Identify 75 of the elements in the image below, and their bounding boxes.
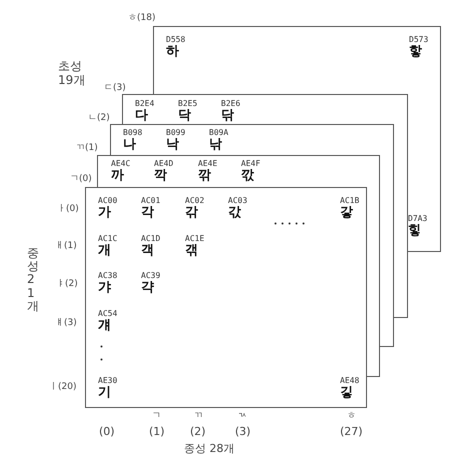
hangul-syllable: 핳 — [409, 45, 422, 59]
code-point: AC1C — [98, 234, 118, 243]
code-point: AC1E — [185, 234, 204, 243]
hangul-syllable: 걔 — [98, 319, 111, 333]
hangul-syllable: 닥 — [178, 109, 191, 123]
hangul-syllable: 각 — [141, 206, 154, 220]
index-label: (2) — [190, 426, 206, 439]
index-label: ㄴ(2) — [88, 113, 110, 124]
hangul-syllable: 까 — [111, 169, 124, 183]
hangul-syllable: 하 — [166, 45, 179, 59]
axis-label: 종성 28개 — [184, 443, 234, 456]
hangul-syllable: 낚 — [209, 138, 222, 152]
hangul-syllable: 깍 — [154, 169, 167, 183]
code-point: AE4C — [111, 159, 130, 168]
hangul-syllable: 나 — [123, 138, 136, 152]
code-point: D558 — [166, 35, 186, 44]
index-label: ㅣ(20) — [49, 382, 76, 392]
index-label: ㅒ(3) — [55, 318, 77, 328]
index-label: ㅎ — [347, 411, 356, 422]
code-point: D7A3 — [408, 214, 428, 223]
code-point: AE4D — [154, 159, 174, 168]
hangul-syllable: 갸 — [98, 281, 111, 295]
code-point: AE48 — [340, 376, 360, 385]
axis-label: 중성 21개 — [27, 247, 39, 313]
hangul-syllable: 힣 — [408, 224, 421, 238]
index-label: ㅑ(2) — [56, 279, 78, 290]
hangul-syllable: 기 — [98, 386, 111, 400]
code-point: B2E5 — [178, 99, 198, 108]
code-point: AC03 — [228, 196, 248, 205]
index-label: ㄷ(3) — [104, 83, 126, 94]
code-point: AC39 — [141, 271, 160, 280]
hangul-syllable: 깎 — [198, 169, 211, 183]
index-label: ㅐ(1) — [55, 241, 77, 252]
hangul-syllable: 갹 — [141, 281, 154, 295]
code-point: D573 — [409, 35, 428, 44]
index-label: ㅏ(0) — [57, 204, 79, 214]
index-label: ㄱ — [152, 411, 161, 422]
hangul-syllable: 갛 — [340, 206, 353, 220]
code-point: AE4E — [198, 159, 218, 168]
hangul-syllable: 객 — [141, 244, 154, 258]
code-point: B098 — [123, 128, 142, 137]
hangul-syllable: 갂 — [185, 206, 198, 220]
code-point: B2E6 — [221, 99, 240, 108]
axis-label: 초성 19개 — [58, 60, 86, 88]
code-point: AC00 — [98, 196, 118, 205]
index-label: (27) — [340, 426, 363, 439]
code-point: B099 — [166, 128, 186, 137]
code-point: AE30 — [98, 376, 118, 385]
hangul-syllable: 낙 — [166, 138, 179, 152]
index-label: (1) — [149, 426, 165, 439]
code-table-sheet — [85, 187, 367, 408]
hangul-syllable: 개 — [98, 244, 111, 258]
index-label: ㅎ(18) — [128, 13, 156, 24]
code-point: AC02 — [185, 196, 204, 205]
hangul-syllable: 갃 — [228, 206, 241, 220]
hangul-syllable: 갞 — [185, 244, 198, 258]
code-point: AC54 — [98, 309, 118, 318]
hangul-syllable: 깋 — [340, 386, 353, 400]
code-point: AE4F — [241, 159, 260, 168]
code-point: B09A — [209, 128, 228, 137]
hangul-syllable: 닦 — [221, 109, 234, 123]
index-label: ㄳ — [238, 411, 247, 422]
index-label: ㄲ(1) — [76, 143, 98, 154]
code-point: AC1B — [340, 196, 360, 205]
hangul-syllable: 깏 — [241, 169, 254, 183]
index-label: (0) — [99, 426, 115, 439]
index-label: (3) — [235, 426, 251, 439]
code-point: AC38 — [98, 271, 118, 280]
code-point: AC01 — [141, 196, 160, 205]
hangul-syllable: 다 — [135, 109, 148, 123]
index-label: ㄱ(0) — [70, 174, 92, 184]
code-point: B2E4 — [135, 99, 154, 108]
index-label: ㄲ — [194, 411, 203, 422]
code-point: AC1D — [141, 234, 160, 243]
hangul-syllable: 가 — [98, 206, 111, 220]
